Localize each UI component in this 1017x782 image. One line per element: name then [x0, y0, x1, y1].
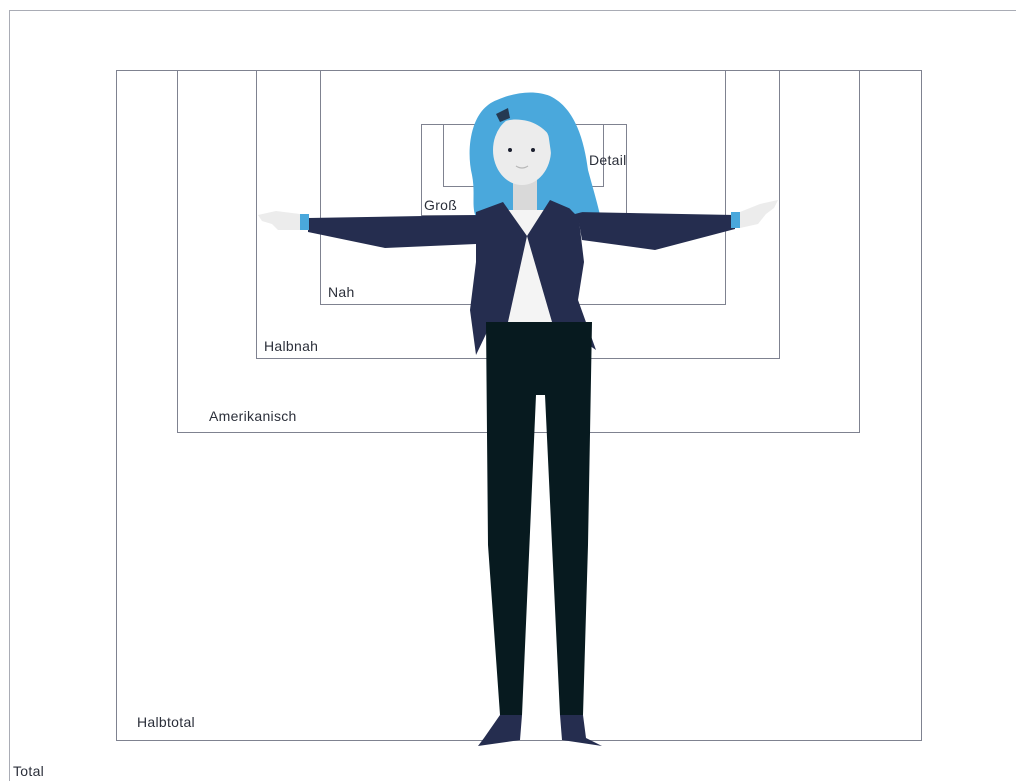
right-cuff [731, 212, 740, 228]
right-sleeve [577, 212, 735, 250]
left-eye [508, 148, 512, 152]
right-shoe [560, 715, 602, 746]
label-halbtotal: Halbtotal [137, 714, 195, 730]
left-cuff [300, 214, 309, 230]
label-total: Total [13, 763, 44, 779]
label-gross: Groß [424, 197, 457, 213]
trousers [486, 322, 592, 715]
label-nah: Nah [328, 284, 355, 300]
left-sleeve [308, 215, 480, 248]
label-amerikanisch: Amerikanisch [209, 408, 297, 424]
right-eye [531, 148, 535, 152]
woman-figure [258, 93, 778, 746]
label-halbnah: Halbnah [264, 338, 318, 354]
right-hand [740, 200, 778, 228]
left-shoe [478, 715, 522, 746]
left-hand [258, 211, 300, 230]
label-detail: Detail [589, 152, 627, 168]
